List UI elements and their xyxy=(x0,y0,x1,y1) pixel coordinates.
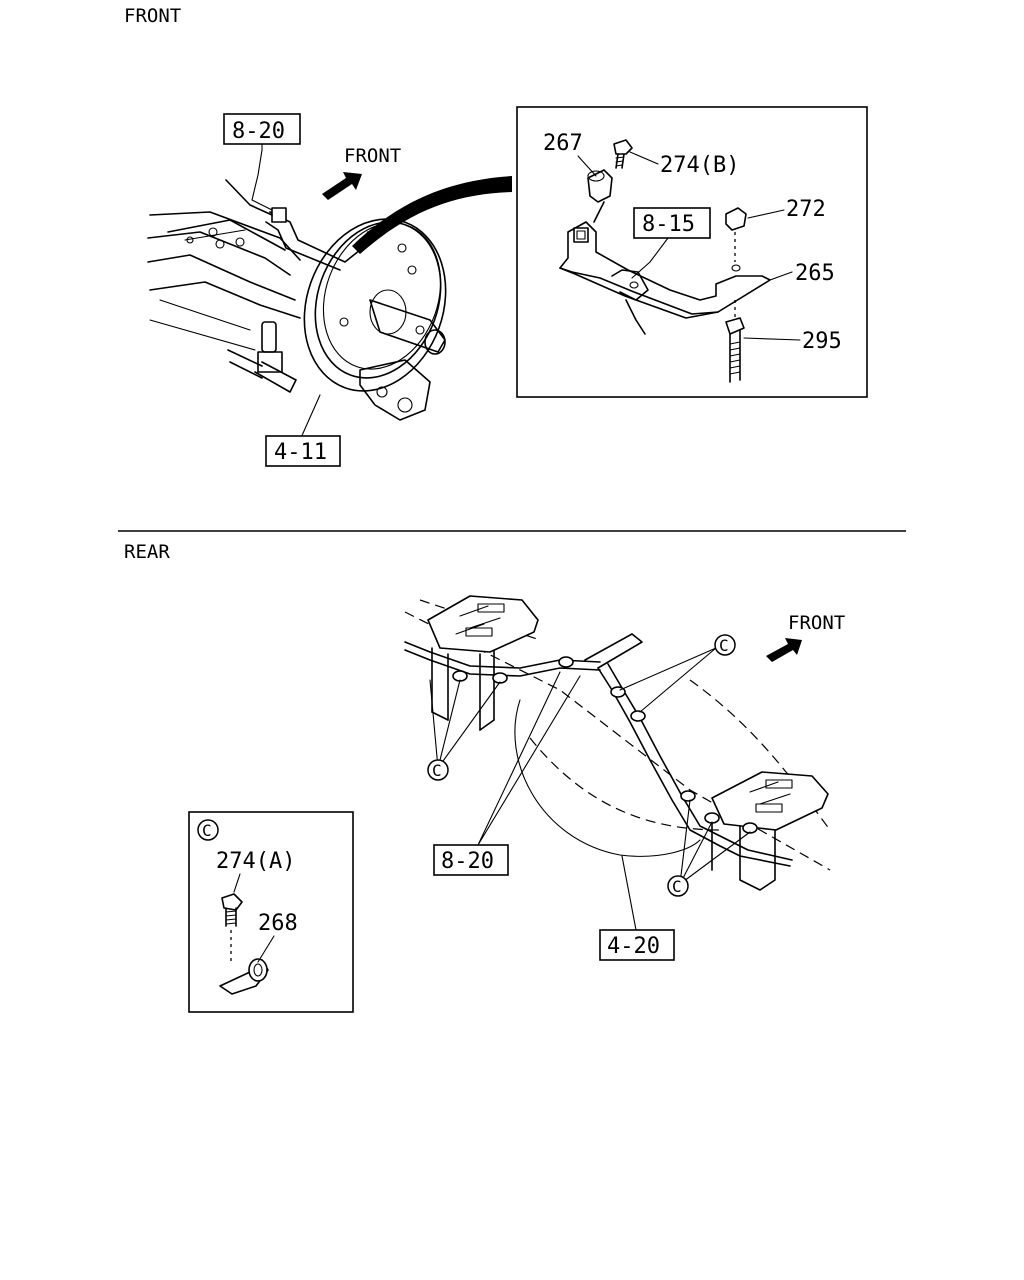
clip-detail-box xyxy=(188,811,354,1013)
rear-harness-callout: 8-20 xyxy=(441,849,494,874)
clip-marker-left xyxy=(427,759,449,781)
rear-direction-arrow xyxy=(766,638,802,662)
rear-direction-label: FRONT xyxy=(788,612,845,634)
rear-harness-callout-box xyxy=(433,844,509,876)
part-265: 265 xyxy=(795,261,835,286)
bracket-detail-illustration xyxy=(559,139,771,383)
front-direction-label: FRONT xyxy=(344,145,401,167)
detail-connector xyxy=(352,176,512,254)
clip-detail-marker xyxy=(197,819,219,841)
clip-detail-marker-text: C xyxy=(202,821,212,840)
clip-marker-leaders xyxy=(429,647,751,885)
front-direction-arrow xyxy=(322,172,362,200)
clip-marker-bottom xyxy=(667,875,689,897)
bracket-detail-box xyxy=(516,106,868,398)
clip-marker-top xyxy=(714,634,736,656)
axle-callout: 4-11 xyxy=(274,440,327,465)
clip-detail-illustration xyxy=(219,893,269,995)
part-274b: 274(B) xyxy=(660,153,739,178)
clip-marker-bottom-text: C xyxy=(672,877,682,896)
rear-axle-callout: 4-20 xyxy=(607,934,660,959)
rear-axle-illustration xyxy=(404,595,831,891)
clip-marker-left-text: C xyxy=(432,761,442,780)
part-268: 268 xyxy=(258,911,298,936)
axle-callout-box xyxy=(265,435,341,467)
detail-callout-box xyxy=(633,207,711,239)
part-267: 267 xyxy=(543,131,583,156)
rear-axle-callout-box xyxy=(599,929,675,961)
front-section-title: FRONT xyxy=(124,5,181,27)
rear-section-title: REAR xyxy=(124,541,170,563)
part-274a: 274(A) xyxy=(216,849,295,874)
part-295: 295 xyxy=(802,329,842,354)
clip-marker-top-text: C xyxy=(719,636,729,655)
front-axle-illustration xyxy=(147,179,447,421)
front-harness-callout: 8-20 xyxy=(232,119,285,144)
part-272: 272 xyxy=(786,197,826,222)
detail-callout: 8-15 xyxy=(642,212,695,237)
